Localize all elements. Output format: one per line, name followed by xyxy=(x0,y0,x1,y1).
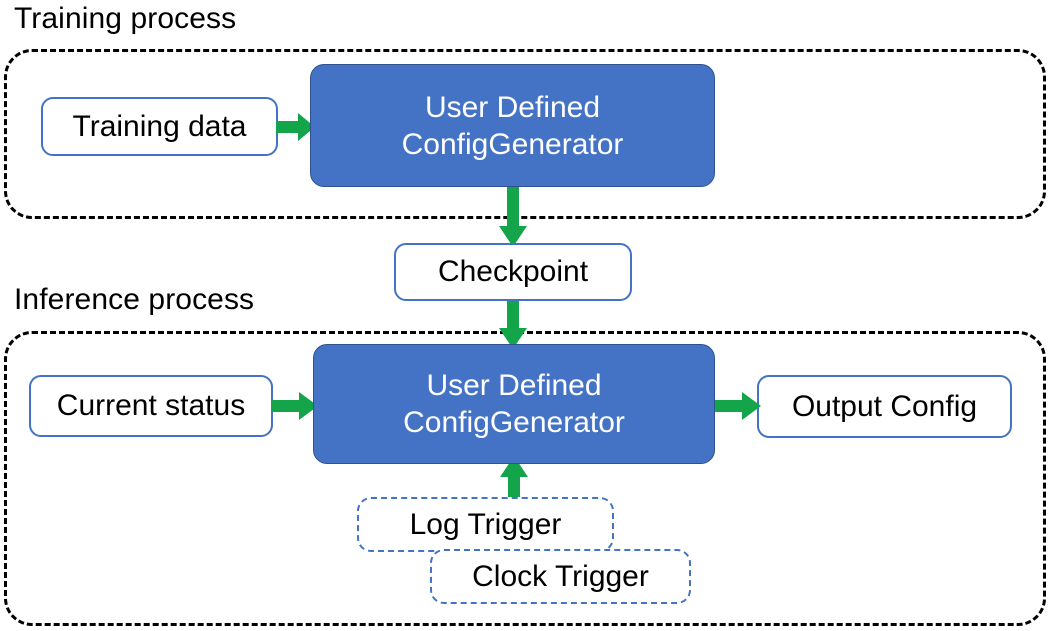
training-process-container xyxy=(4,49,1046,219)
arrow-triggers-to-inference-generator xyxy=(497,456,531,504)
arrow-training-data-to-generator xyxy=(276,110,316,144)
node-current-status[interactable]: Current status xyxy=(29,375,273,437)
node-clock-trigger[interactable]: Clock Trigger xyxy=(430,549,691,604)
node-training-data-label: Training data xyxy=(72,109,247,143)
training-process-label: Training process xyxy=(14,2,237,35)
node-log-trigger-label: Log Trigger xyxy=(409,507,562,541)
inference-process-label: Inference process xyxy=(14,283,255,316)
node-log-trigger[interactable]: Log Trigger xyxy=(357,497,614,552)
node-output-config[interactable]: Output Config xyxy=(757,375,1012,438)
inference-process-container xyxy=(4,331,1046,626)
arrow-generator-to-checkpoint xyxy=(496,182,530,248)
node-checkpoint-label: Checkpoint xyxy=(437,255,589,288)
node-inference-generator-line1: User Defined xyxy=(426,369,602,402)
arrow-current-status-to-generator xyxy=(271,389,319,423)
node-training-data[interactable]: Training data xyxy=(41,97,278,156)
arrow-generator-to-output-config xyxy=(712,389,762,423)
node-training-generator-line1: User Defined xyxy=(424,90,601,124)
node-training-generator-line2: ConfigGenerator xyxy=(401,127,624,161)
node-training-user-defined-configgenerator[interactable]: User Defined ConfigGenerator xyxy=(310,64,715,187)
node-inference-user-defined-configgenerator[interactable]: User Defined ConfigGenerator xyxy=(313,344,715,464)
node-inference-generator-line2: ConfigGenerator xyxy=(403,406,625,439)
node-current-status-label: Current status xyxy=(56,389,246,422)
node-checkpoint[interactable]: Checkpoint xyxy=(394,243,632,301)
node-output-config-label: Output Config xyxy=(791,389,978,423)
node-clock-trigger-label: Clock Trigger xyxy=(472,559,649,593)
arrow-checkpoint-to-inference-generator xyxy=(496,296,530,350)
